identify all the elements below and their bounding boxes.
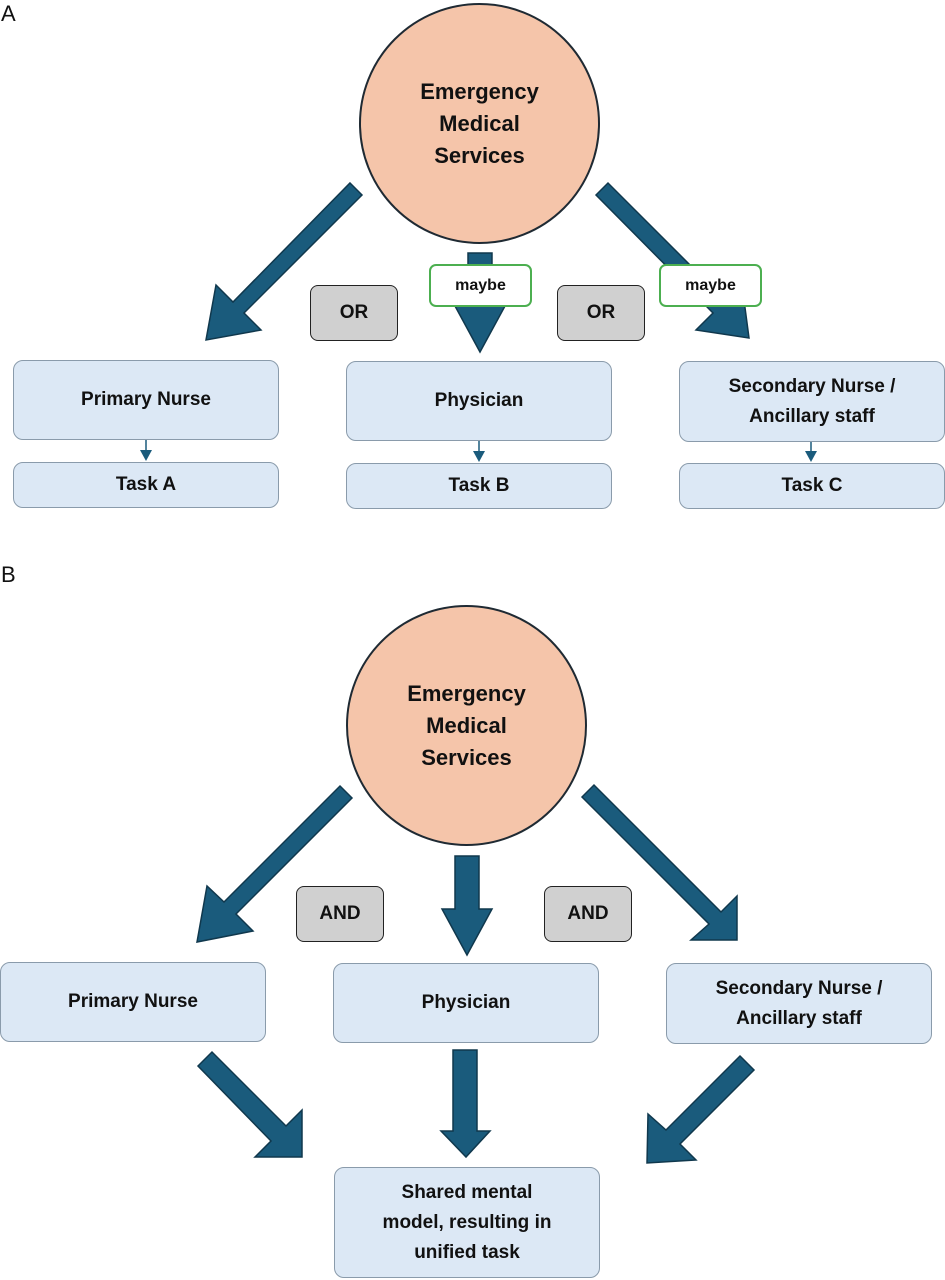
arrow-secondary-nurse-to-outcome — [646, 1054, 756, 1164]
or-operator-left: OR — [310, 285, 398, 341]
and-label-right: AND — [567, 903, 609, 924]
role-secondary-nurse-a: Secondary Nurse / Ancillary staff — [679, 361, 945, 442]
role-primary-nurse-a: Primary Nurse — [13, 360, 279, 440]
role-secondary-nurse-b: Secondary Nurse / Ancillary staff — [666, 963, 932, 1044]
or-label-right: OR — [586, 302, 616, 323]
maybe-label-secondary: maybe — [685, 276, 736, 294]
arrow-physician-to-outcome — [439, 1049, 492, 1159]
ems-circle-b: Emergency Medical Services — [346, 605, 587, 846]
arrow-ems-to-primary-nurse-a — [205, 181, 364, 341]
role-label-secondary-nurse-b: Secondary Nurse / Ancillary staff — [715, 977, 883, 1029]
role-physician-a: Physician — [346, 361, 612, 441]
panel-a-letter: A — [1, 1, 16, 26]
role-label-physician-a: Physician — [434, 390, 524, 411]
role-physician-b: Physician — [333, 963, 599, 1043]
task-c-box: Task C — [679, 463, 945, 509]
maybe-badge-physician: maybe — [429, 264, 532, 307]
role-label-primary-nurse-a: Primary Nurse — [81, 389, 211, 410]
and-operator-right: AND — [544, 886, 632, 942]
arrow-physician-to-task-b — [473, 441, 485, 462]
task-b-label: Task B — [448, 475, 510, 496]
shared-mental-model-box: Shared mental model, resulting in unifie… — [334, 1167, 600, 1278]
maybe-label-physician: maybe — [455, 276, 506, 294]
arrow-primary-nurse-to-outcome — [196, 1050, 303, 1158]
and-label-left: AND — [319, 903, 361, 924]
maybe-badge-secondary: maybe — [659, 264, 762, 307]
ems-label-a: Emergency Medical Services — [420, 78, 539, 168]
arrow-primary-to-task-a — [140, 440, 152, 461]
ems-label-b: Emergency Medical Services — [407, 680, 526, 770]
ems-circle-a: Emergency Medical Services — [359, 3, 600, 244]
arrow-ems-to-physician-b — [440, 855, 494, 957]
arrow-secondary-to-task-c — [805, 442, 817, 462]
role-label-secondary-nurse-a: Secondary Nurse / Ancillary staff — [728, 375, 896, 427]
role-label-physician-b: Physician — [421, 992, 511, 1013]
role-primary-nurse-b: Primary Nurse — [0, 962, 266, 1042]
or-label-left: OR — [339, 302, 369, 323]
task-a-box: Task A — [13, 462, 279, 508]
task-c-label: Task C — [781, 475, 843, 496]
arrow-ems-to-secondary-nurse-b — [580, 783, 738, 941]
or-operator-right: OR — [557, 285, 645, 341]
task-a-label: Task A — [115, 474, 177, 495]
and-operator-left: AND — [296, 886, 384, 942]
task-b-box: Task B — [346, 463, 612, 509]
shared-mental-model-label: Shared mental model, resulting in unifie… — [382, 1181, 552, 1263]
arrow-ems-to-primary-nurse-b — [196, 784, 354, 943]
panel-b-letter: B — [1, 562, 16, 587]
role-label-primary-nurse-b: Primary Nurse — [68, 991, 198, 1012]
